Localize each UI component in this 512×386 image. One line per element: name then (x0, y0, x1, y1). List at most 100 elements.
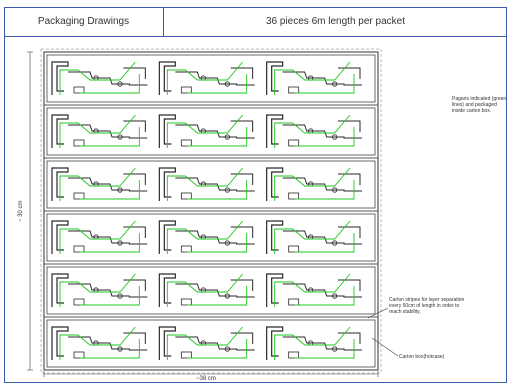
profile (158, 114, 255, 148)
profile-hole (117, 81, 123, 87)
profile-hole (117, 134, 123, 140)
profile (158, 273, 255, 307)
profile-outline (158, 167, 176, 201)
profile (51, 220, 148, 254)
profile-lip (288, 298, 300, 306)
box-leader (371, 337, 399, 357)
profile-highlight-line (274, 220, 351, 254)
profile (158, 61, 255, 95)
profile-highlight-line (294, 233, 355, 253)
profile-web (175, 177, 255, 192)
profile-highlight-line (274, 273, 351, 307)
profile-highlight-line (187, 339, 248, 359)
profile-flange (123, 279, 146, 291)
profile-hole (117, 187, 123, 193)
leader-lines (367, 307, 399, 357)
packet-description: 36 pieces 6m length per packet (266, 16, 405, 27)
profile-web (282, 283, 362, 298)
row-frame (46, 213, 376, 262)
profile-row (44, 107, 378, 159)
profile-flange (337, 120, 361, 132)
profile-highlight-line (187, 74, 248, 94)
profile-flange (337, 67, 361, 79)
profile-flange (337, 226, 361, 238)
profile-outline (266, 220, 284, 254)
profile-lip (73, 139, 85, 147)
profile-hole (332, 346, 338, 352)
profile-lip (73, 351, 85, 359)
profile-flange (123, 332, 146, 344)
profile-highlight-line (59, 114, 136, 148)
profile (51, 326, 148, 360)
profile (158, 167, 255, 201)
header-bar: Packaging Drawings 36 pieces 6m length p… (4, 7, 507, 37)
profile-lip (73, 245, 85, 253)
profile-web (282, 177, 362, 192)
profile-lip (73, 192, 85, 200)
profile-flange (337, 332, 361, 344)
profile-web (68, 283, 148, 298)
profile-lip (180, 351, 192, 359)
profile-web (282, 336, 362, 351)
profile-outline (51, 273, 69, 307)
profile-outline (51, 61, 69, 95)
profile-flange (230, 120, 254, 132)
profile-lip (288, 245, 300, 253)
profile-highlight-line (59, 61, 136, 95)
profile-highlight-line (166, 167, 244, 201)
profile-outline (266, 167, 284, 201)
profile-highlight-line (59, 220, 136, 254)
profile-highlight-line (274, 61, 351, 95)
profile-outline (158, 61, 176, 95)
profile-web (175, 71, 255, 86)
profile-highlight-line (274, 114, 351, 148)
profile-hole (224, 134, 230, 140)
profile-flange (337, 279, 361, 291)
profile-highlight-line (80, 286, 140, 306)
profile (266, 220, 362, 254)
profile-lip (180, 298, 192, 306)
profile-lip (180, 245, 192, 253)
profile-outline (158, 326, 176, 360)
profile-web (175, 336, 255, 351)
profile-highlight-line (80, 339, 140, 359)
profile (158, 326, 255, 360)
profile-hole (332, 134, 338, 140)
profile-hole (332, 293, 338, 299)
profile-row (44, 213, 378, 265)
profile-hole (224, 187, 230, 193)
profile (266, 114, 362, 148)
profile (266, 273, 362, 307)
profile-outline (266, 114, 284, 148)
profile-outline (158, 114, 176, 148)
profile-hole (117, 240, 123, 246)
profile (266, 61, 362, 95)
profile-row (44, 266, 378, 318)
row-frame (46, 107, 376, 156)
profile (51, 114, 148, 148)
profile-web (68, 230, 148, 245)
profile-hole (224, 293, 230, 299)
profile-flange (230, 226, 254, 238)
profile-lip (73, 86, 85, 94)
profile-flange (230, 279, 254, 291)
profile-highlight-line (166, 114, 244, 148)
profile-highlight-line (294, 74, 355, 94)
row-frame (46, 54, 376, 103)
dimension-lines (27, 51, 379, 377)
profile-outline (266, 61, 284, 95)
profile-outline (266, 326, 284, 360)
profile-outline (266, 273, 284, 307)
profile (158, 220, 255, 254)
profile-hole (332, 187, 338, 193)
profile-outline (158, 220, 176, 254)
profile-outline (158, 273, 176, 307)
profile (51, 61, 148, 95)
profile-flange (230, 67, 254, 79)
profile-highlight-line (187, 127, 248, 147)
profile-highlight-line (166, 61, 244, 95)
profile-web (282, 230, 362, 245)
profile-flange (337, 173, 361, 185)
carton-box-note: Carton box(hotcase) (399, 354, 445, 360)
